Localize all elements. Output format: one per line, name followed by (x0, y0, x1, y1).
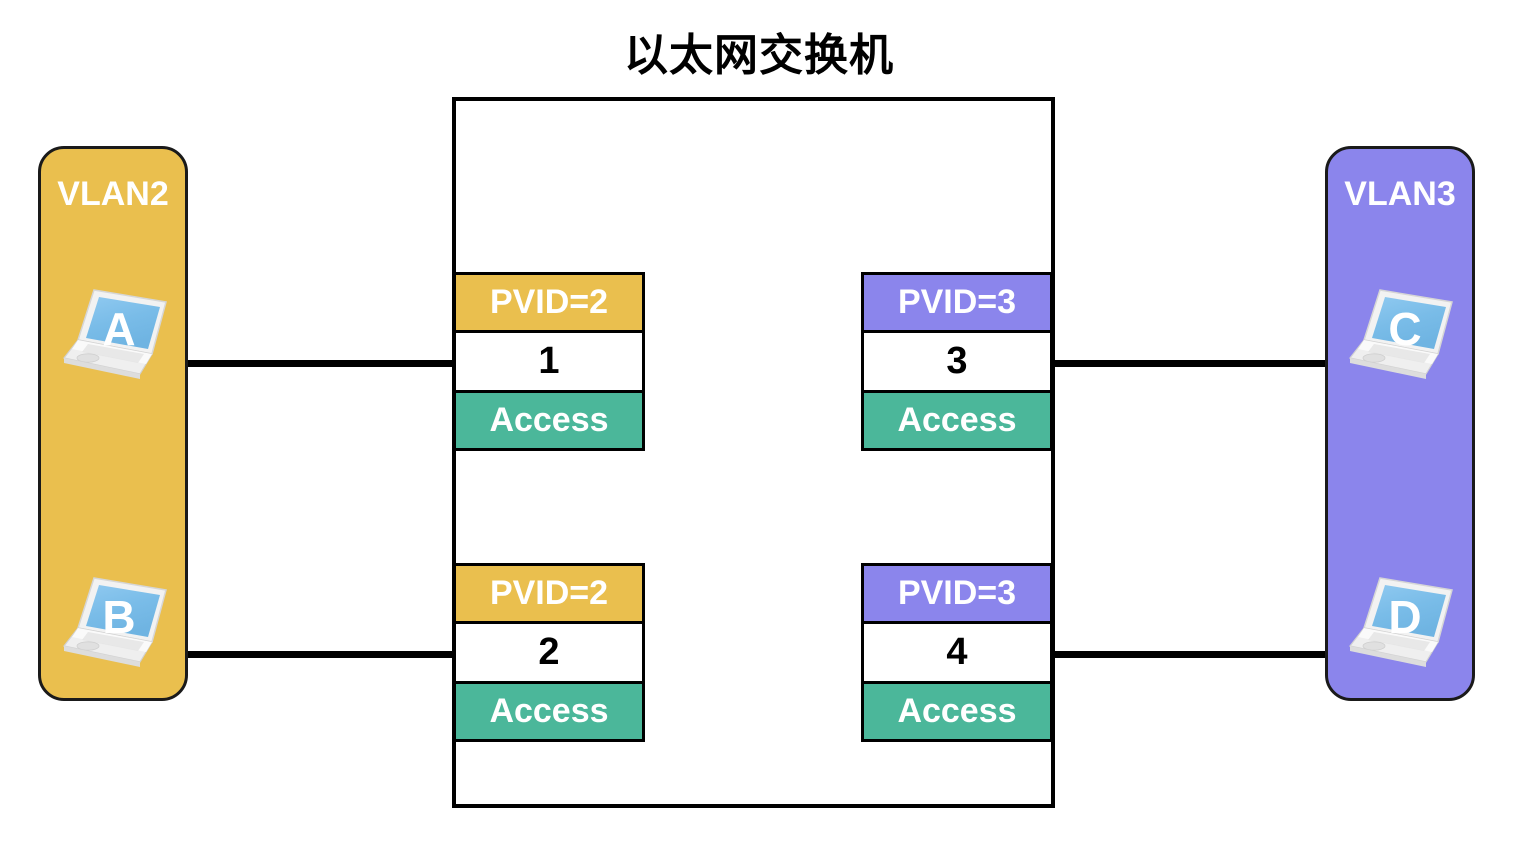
vlan-group-label-vlan3: VLAN3 (1344, 175, 1456, 213)
page-title: 以太网交换机 (624, 31, 894, 80)
port-4-number: 4 (864, 624, 1050, 684)
vlan-group-label-vlan2: VLAN2 (57, 175, 169, 213)
link-host-b-to-port-2 (178, 651, 455, 658)
switch-port-1[interactable]: PVID=2 1 Access (453, 272, 645, 451)
port-3-pvid-label: PVID=3 (864, 275, 1050, 333)
port-2-pvid-label: PVID=2 (456, 566, 642, 624)
port-4-mode-label: Access (864, 684, 1050, 739)
port-1-number: 1 (456, 333, 642, 393)
port-3-mode-label: Access (864, 393, 1050, 448)
port-1-mode-label: Access (456, 393, 642, 448)
port-3-number: 3 (864, 333, 1050, 393)
port-4-pvid-label: PVID=3 (864, 566, 1050, 624)
laptop-icon (62, 577, 167, 667)
switch-port-3[interactable]: PVID=3 3 Access (861, 272, 1053, 451)
host-laptop-a[interactable]: A (48, 278, 178, 388)
link-port-3-to-host-c (1052, 360, 1342, 367)
laptop-icon (1348, 289, 1453, 379)
host-laptop-b[interactable]: B (48, 566, 178, 676)
link-host-a-to-port-1 (170, 360, 455, 367)
laptop-icon (1348, 577, 1453, 667)
port-2-mode-label: Access (456, 684, 642, 739)
host-laptop-c[interactable]: C (1334, 278, 1464, 388)
host-laptop-d[interactable]: D (1334, 566, 1464, 676)
switch-port-4[interactable]: PVID=3 4 Access (861, 563, 1053, 742)
port-2-number: 2 (456, 624, 642, 684)
switch-port-2[interactable]: PVID=2 2 Access (453, 563, 645, 742)
laptop-icon (62, 289, 167, 379)
link-port-4-to-host-d (1052, 651, 1342, 658)
port-1-pvid-label: PVID=2 (456, 275, 642, 333)
